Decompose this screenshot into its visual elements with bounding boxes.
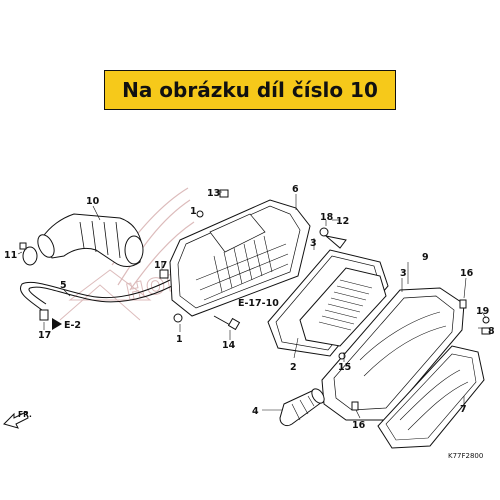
ref-1-bottom: 1: [176, 334, 183, 345]
part-14-bolt: [213, 315, 241, 331]
ref-1-top: 1: [190, 206, 197, 217]
ref-3-left: 3: [310, 238, 317, 249]
ref-e-17-10: E-17-10: [238, 298, 279, 309]
part-10-intake-duct: [37, 213, 144, 267]
ref-8: 8: [488, 326, 495, 337]
ref-19: 19: [476, 306, 489, 317]
part-number-banner: Na obrázku díl číslo 10: [104, 70, 396, 110]
part-18-12-grommet: [319, 227, 347, 249]
ref-7: 7: [460, 404, 467, 415]
ref-12: 12: [336, 216, 349, 227]
ref-14: 14: [222, 340, 236, 351]
ref-e-2: E-2: [64, 320, 81, 331]
ref-15: 15: [338, 362, 351, 373]
part-1-air-cleaner-case: [169, 199, 311, 323]
ref-9: 9: [422, 252, 429, 263]
part-15-pin: [338, 352, 346, 360]
ref-4: 4: [252, 406, 259, 417]
part-19-8-clip: [481, 316, 491, 335]
ref-16-bottom: 16: [352, 420, 366, 431]
diagram-code: K77F2800: [448, 452, 483, 460]
part-13-bolt: [196, 189, 229, 218]
banner-text: Na obrázku díl číslo 10: [122, 78, 378, 102]
ref-2: 2: [290, 362, 297, 373]
part-5-drain-tube: [20, 279, 173, 311]
ref-3-right: 3: [400, 268, 407, 279]
front-arrow-label: FR.: [18, 410, 32, 419]
front-arrow: FR.: [3, 410, 32, 429]
ref-16-right: 16: [460, 268, 474, 279]
part-11-hose-clamp: [19, 242, 38, 266]
part-7-outer-cover: [377, 345, 485, 449]
part-9-cover: [321, 287, 465, 421]
part-4-tube: [279, 388, 325, 427]
ref-18: 18: [320, 212, 334, 223]
ref-11: 11: [4, 250, 17, 261]
e-2-callout: E-2: [52, 318, 81, 331]
ref-13: 13: [207, 188, 220, 199]
ref-17-left: 17: [38, 330, 51, 341]
ref-17-right: 17: [154, 260, 167, 271]
part-17-clip: [39, 269, 169, 321]
ref-10: 10: [86, 196, 100, 207]
ref-6: 6: [292, 184, 299, 195]
ref-5: 5: [60, 280, 67, 291]
part-16-screw: [351, 299, 467, 411]
leader-lines: [17, 191, 487, 419]
part-3-filter-element: [299, 267, 387, 347]
